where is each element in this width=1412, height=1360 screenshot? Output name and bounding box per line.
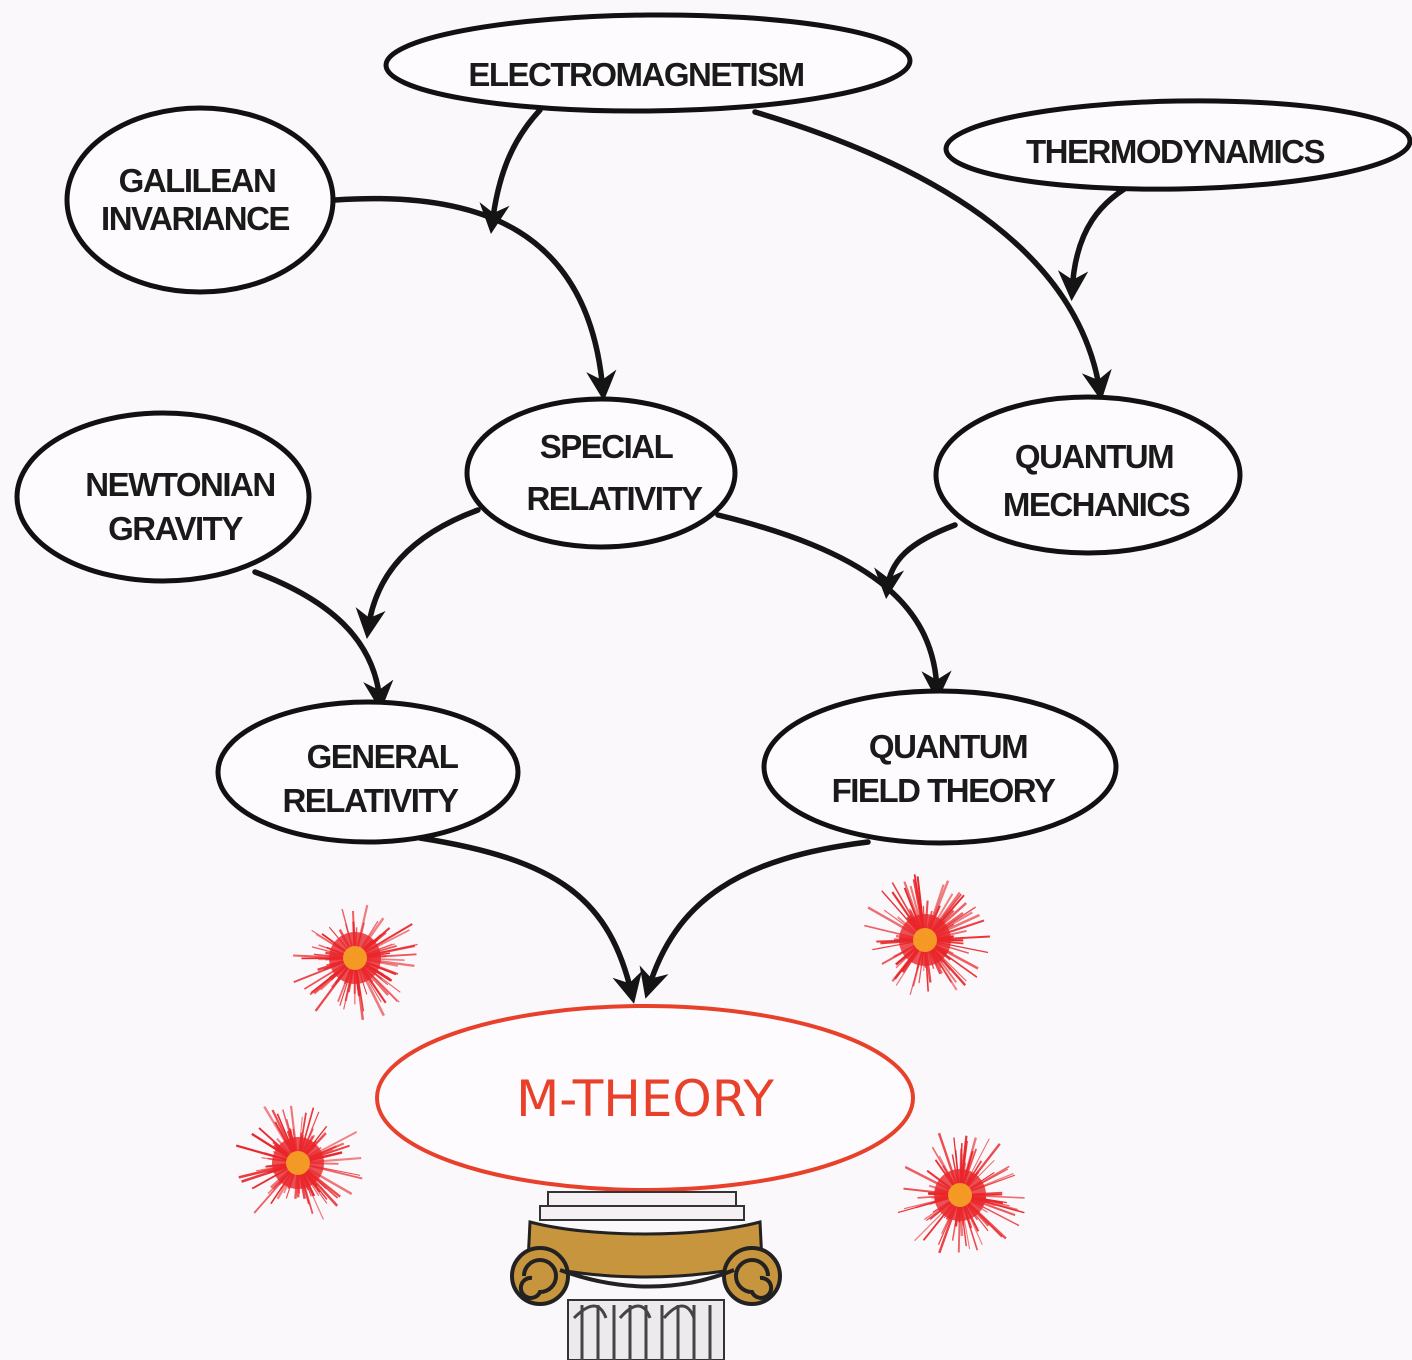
node-label-general-relativity-line1: GENERAL	[307, 738, 459, 775]
starburst-icon	[235, 1105, 363, 1220]
node-label-thermodynamics: THERMODYNAMICS	[1026, 133, 1324, 170]
node-quantum-mechanics: QUANTUM MECHANICS	[933, 394, 1243, 556]
node-label-electromagnetism: ELECTROMAGNETISM	[468, 56, 803, 93]
edge-quantum-field-theory-to-m-theory	[639, 839, 871, 999]
node-m-theory: M-THEORY	[375, 1004, 915, 1192]
edge-general-relativity-to-m-theory	[417, 835, 642, 1004]
edges	[252, 107, 1143, 1004]
node-label-galilean-invariance-line2: INVARIANCE	[101, 200, 289, 237]
node-electromagnetism: ELECTROMAGNETISM	[383, 12, 913, 114]
edge-quantum-mechanics-to-quantum-field-theory	[874, 522, 958, 600]
node-label-galilean-invariance-line1: GALILEAN	[119, 162, 276, 199]
starburst-icon	[293, 904, 418, 1020]
edge-electromagnetism-to-special-relativity	[479, 107, 543, 235]
node-newtonian-gravity: NEWTONIAN GRAVITY	[14, 410, 312, 584]
edge-galilean-invariance-to-special-relativity	[332, 195, 617, 402]
node-label-newtonian-gravity-line1: NEWTONIAN	[85, 466, 274, 503]
edge-electromagnetism-to-quantum-mechanics	[752, 109, 1112, 401]
edge-newtonian-gravity-to-general-relativity	[252, 569, 394, 712]
node-label-special-relativity-line2: RELATIVITY	[526, 480, 703, 517]
node-label-m-theory: M-THEORY	[516, 1070, 774, 1128]
node-label-newtonian-gravity-line2: GRAVITY	[108, 510, 243, 547]
starburst-icon	[864, 874, 990, 995]
edge-special-relativity-to-quantum-field-theory	[715, 512, 952, 702]
edge-special-relativity-to-general-relativity	[355, 507, 481, 640]
node-label-quantum-field-theory-line1: QUANTUM	[869, 728, 1027, 765]
node-label-special-relativity-line1: SPECIAL	[540, 428, 674, 465]
node-special-relativity: SPECIAL RELATIVITY	[464, 396, 738, 550]
node-label-general-relativity-line2: RELATIVITY	[282, 782, 459, 819]
node-label-quantum-mechanics-line1: QUANTUM	[1015, 438, 1173, 475]
node-galilean-invariance: GALILEAN INVARIANCE	[64, 105, 336, 295]
edge-thermodynamics-to-quantum-mechanics	[1057, 177, 1143, 302]
starburst-icon	[897, 1132, 1025, 1254]
node-general-relativity: GENERAL RELATIVITY	[215, 699, 521, 845]
node-quantum-field-theory: QUANTUM FIELD THEORY	[761, 688, 1119, 846]
node-label-quantum-field-theory-line2: FIELD THEORY	[832, 772, 1056, 809]
node-thermodynamics: THERMODYNAMICS	[943, 98, 1412, 192]
ionic-column-icon	[510, 1191, 782, 1360]
node-label-quantum-mechanics-line2: MECHANICS	[1003, 486, 1190, 523]
